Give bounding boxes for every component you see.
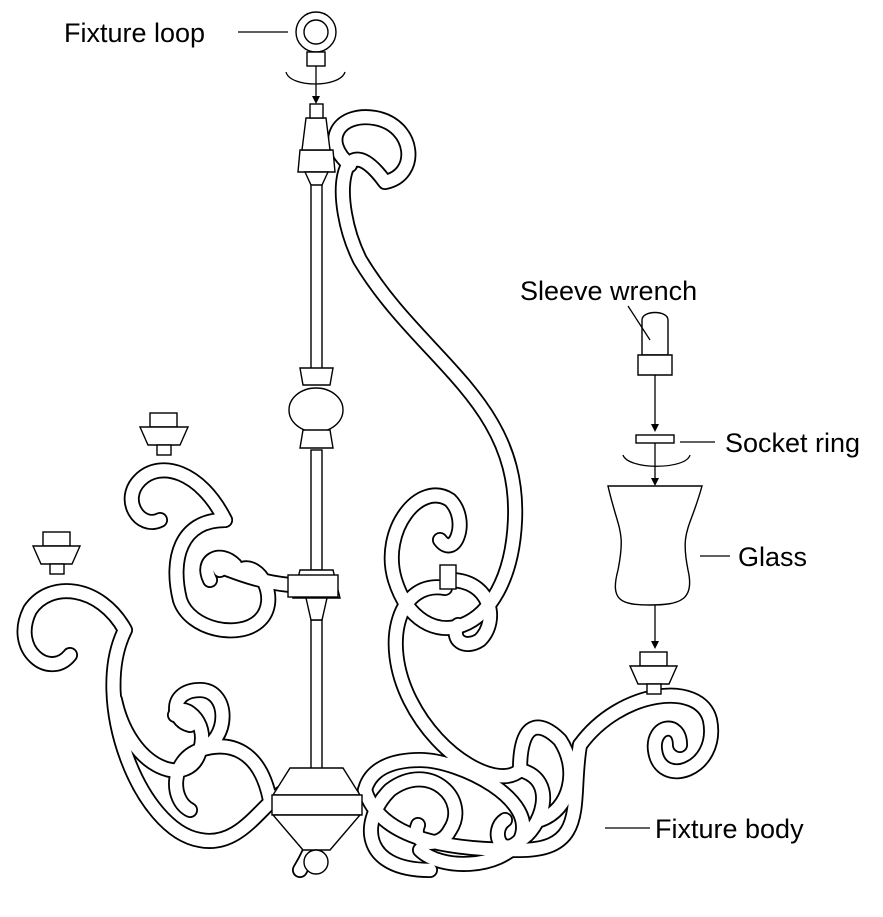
fixture-arm-inner [443,573,497,651]
down-arrow-icon [312,96,320,104]
fixture-loop-label: Fixture loop [64,18,205,48]
fixture-arm-inner [201,551,242,587]
down-arrow-icon [651,424,659,432]
fixture-loop [285,11,346,104]
glass-label: Glass [738,542,807,572]
socket-ring [622,434,691,486]
fixture-arms [16,109,720,878]
fixture-arm-inner [491,763,550,853]
fixture-arm-inner [389,581,527,783]
glass-shade [607,485,703,649]
down-arrow-icon [651,478,659,486]
fixture-arm-inner [169,683,229,757]
rotate-arrow-icon [622,454,691,467]
candle-cup-right [628,651,679,695]
sleeve-wrench-label: Sleeve wrench [520,276,697,306]
sleeve-wrench-leader [627,305,651,341]
stem-collar [287,574,339,598]
fixture-arm-inner [513,721,577,827]
fixture-arm-inner [329,111,522,635]
candle-cup-left-lower [31,531,82,575]
arm-clamp [439,564,457,590]
socket-ring-label: Socket ring [725,428,860,458]
rotate-arrow-icon [285,71,346,85]
fixture-arm-inner [358,738,587,857]
fixture-arm-inner [213,561,297,592]
fixture-arm-inner [18,584,307,848]
fixture-body [16,103,720,878]
sleeve-wrench [637,311,673,432]
down-arrow-icon [651,641,659,649]
fixture-arm-inner [573,689,718,778]
fixture-arm-inner [125,464,232,529]
candle-cup-left-upper [138,412,190,456]
fixture-arm-inner [358,753,530,871]
fixture-body-label: Fixture body [655,814,804,844]
